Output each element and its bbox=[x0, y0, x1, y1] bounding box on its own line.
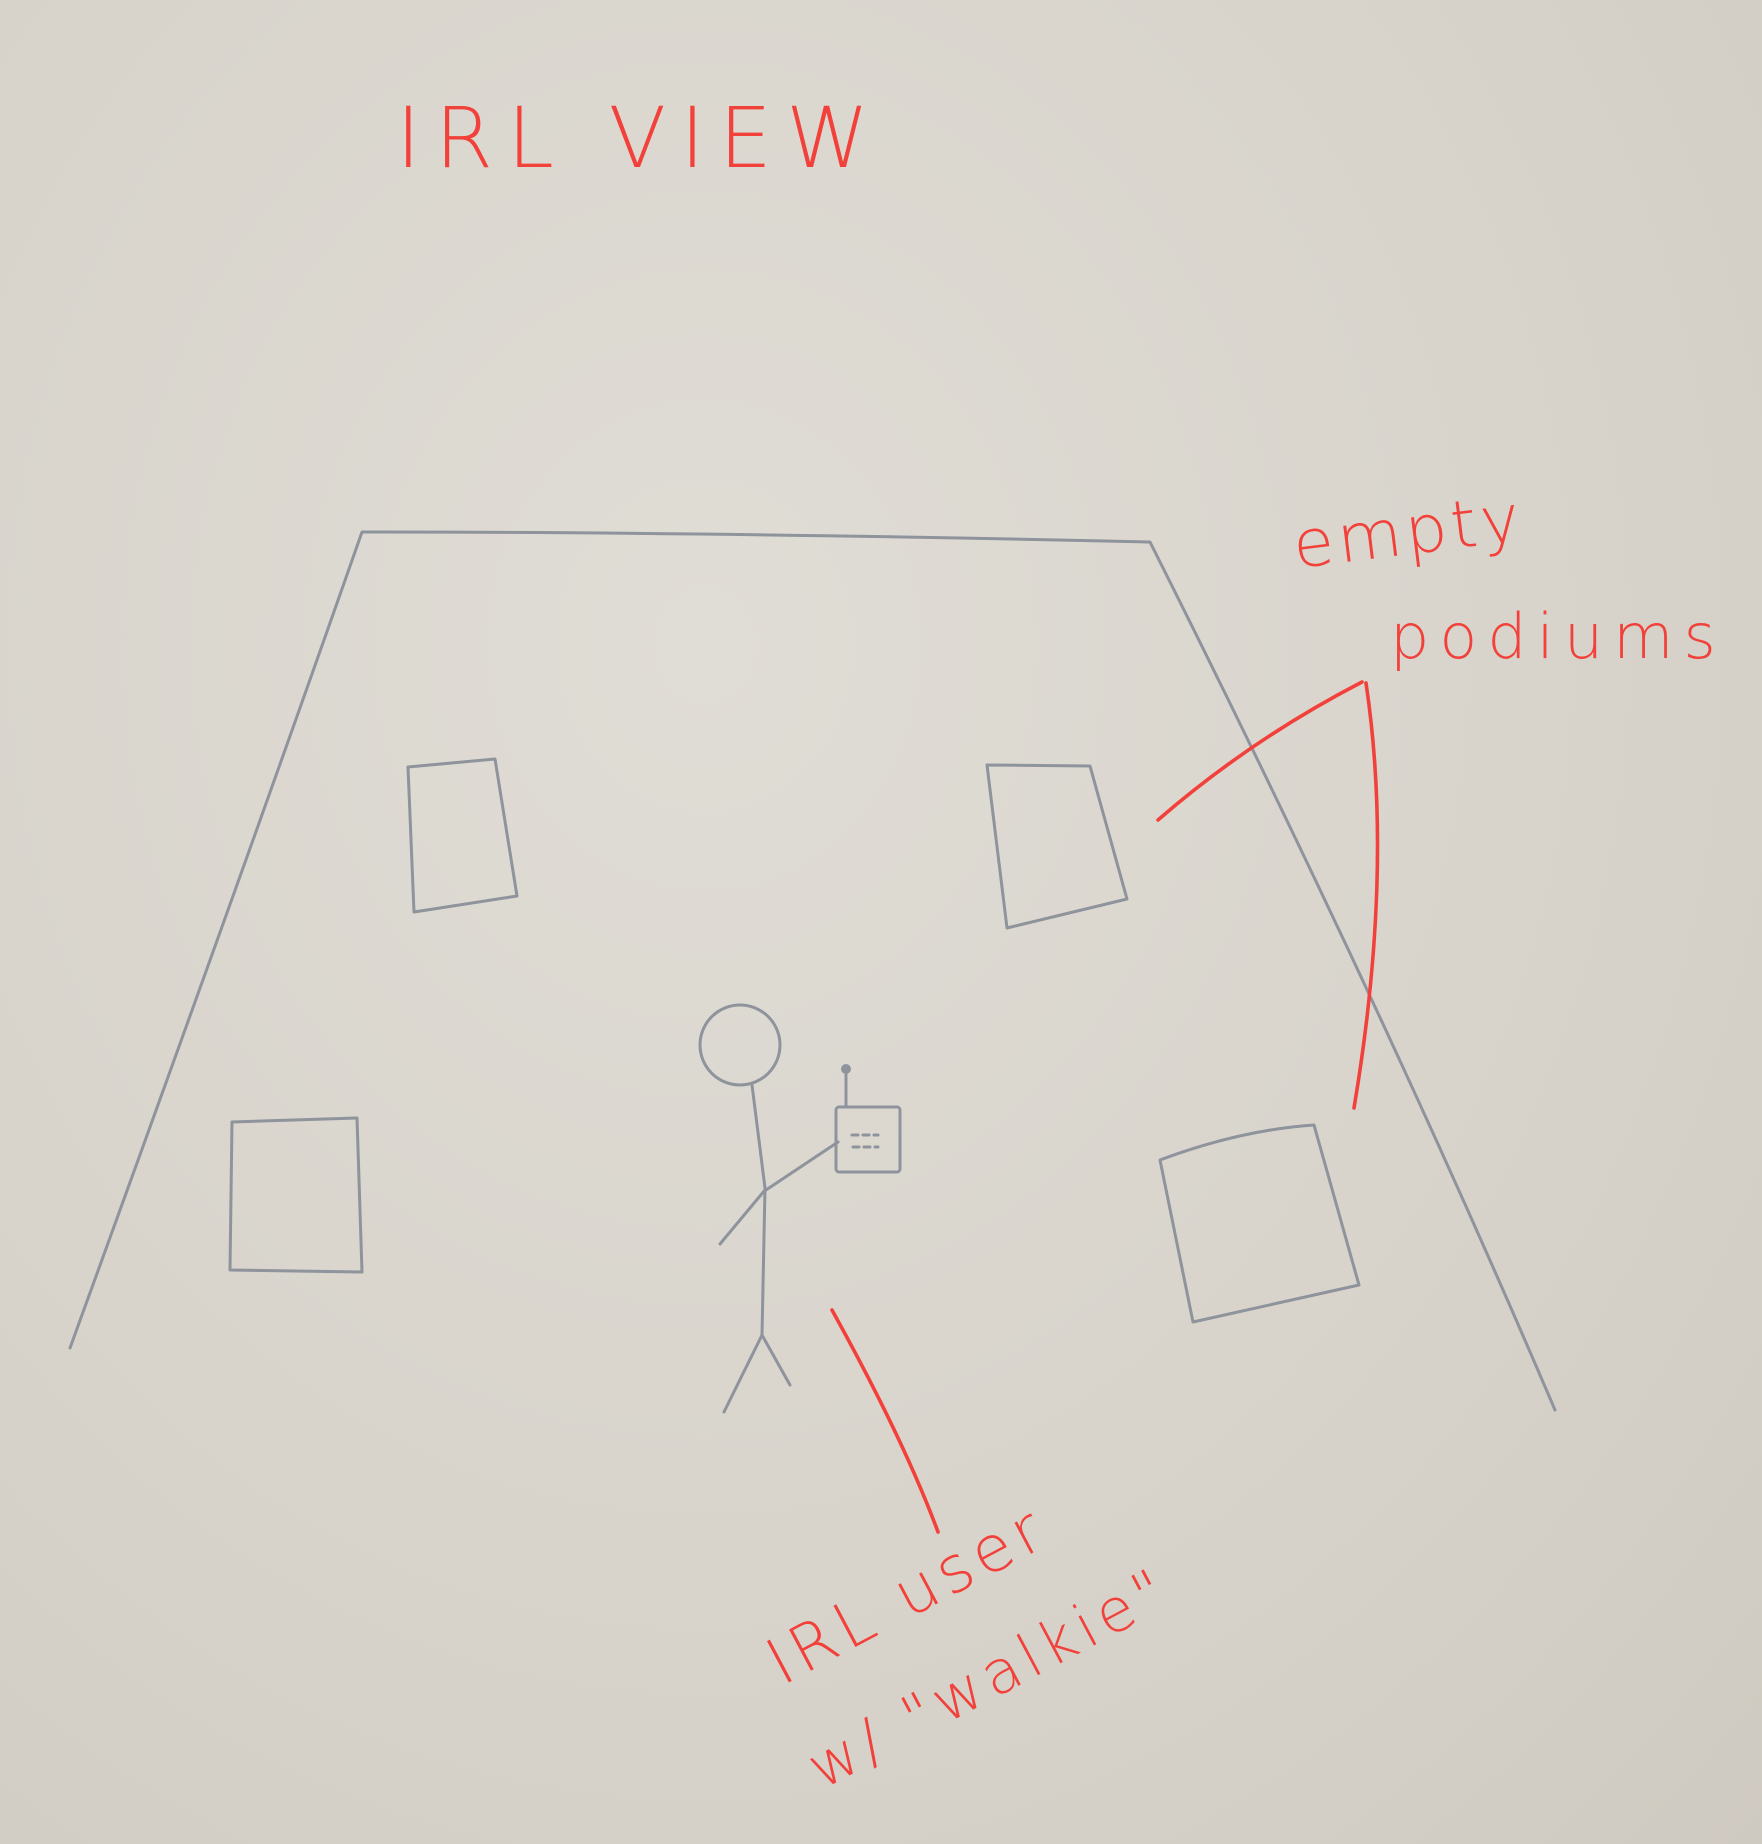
figure-neck bbox=[750, 1083, 767, 1190]
podium-back-right bbox=[985, 763, 1129, 930]
pointer-line-podiums bbox=[1156, 680, 1364, 822]
figure-torso bbox=[760, 1186, 767, 1337]
room-outline bbox=[68, 530, 1557, 1412]
figure-head bbox=[698, 1003, 782, 1087]
figure-arm-right bbox=[764, 1140, 840, 1192]
stick-figure-user bbox=[698, 1003, 840, 1414]
podium-front-right bbox=[1158, 1123, 1361, 1324]
pointer-line-podiums-down bbox=[1352, 681, 1380, 1110]
figure-arm-left bbox=[718, 1188, 767, 1246]
podium-front-left bbox=[228, 1116, 364, 1274]
figure-leg-left bbox=[722, 1333, 764, 1414]
podium-back-left bbox=[406, 757, 519, 914]
pointer-line-user bbox=[830, 1308, 940, 1534]
walkie-device-icon bbox=[834, 1064, 902, 1174]
label-podiums-line2: podiums bbox=[1390, 600, 1726, 673]
diagram-title: IRL VIEW bbox=[396, 89, 883, 187]
label-podiums-line1: empty bbox=[1289, 479, 1528, 584]
figure-leg-right bbox=[760, 1333, 792, 1387]
